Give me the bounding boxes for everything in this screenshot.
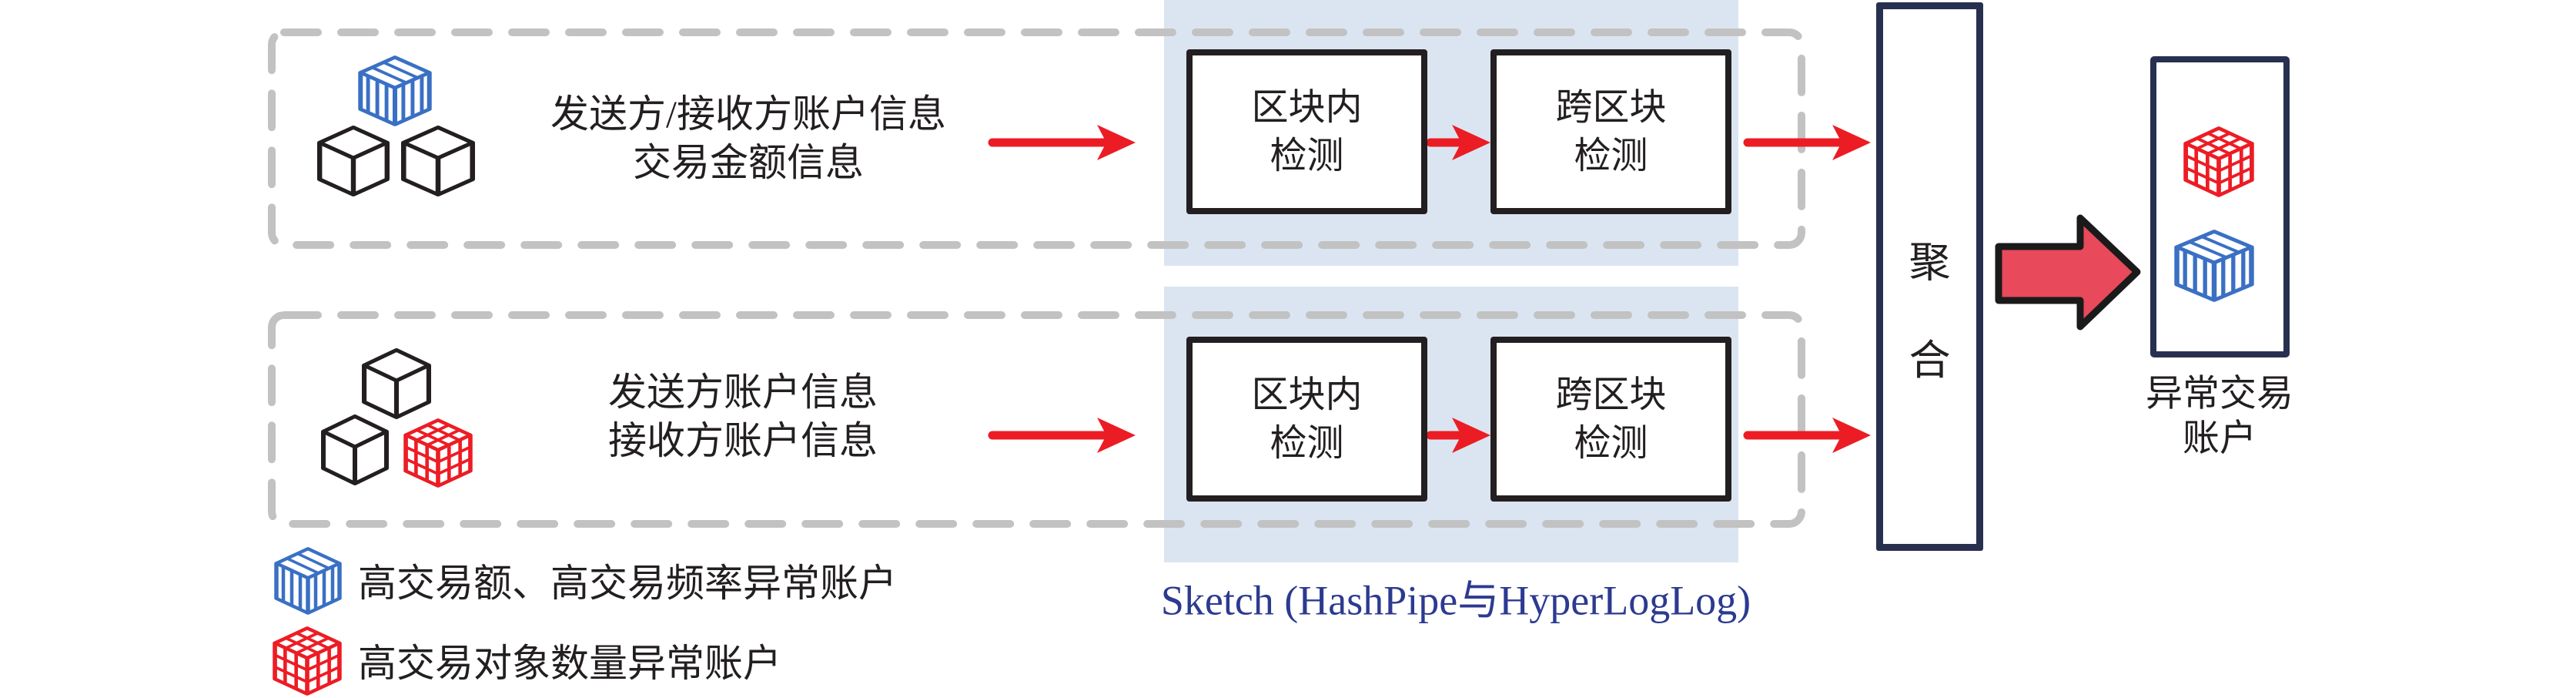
flow-arrow-row1-inblock-to-crossblock	[1426, 125, 1490, 160]
aggregator-char: 聚	[1909, 240, 1951, 286]
anomalous-accounts-output-box	[2150, 56, 2290, 357]
big-arrow-icon	[1995, 214, 2141, 331]
output-label-line1: 异常交易	[2145, 373, 2294, 414]
legend-item-label-2: 高交易对象数量异常账户	[358, 642, 781, 685]
output-box-label: 异常交易 账户	[2146, 371, 2293, 460]
input-row1-text: 发送方/接收方账户信息 交易金额信息	[550, 90, 946, 187]
box-label-line: 跨区块	[1555, 86, 1667, 128]
box-label-line: 检测	[1574, 136, 1648, 176]
aggregator-box: 聚 合	[1876, 2, 1983, 551]
input-row1-line2: 交易金额信息	[633, 141, 864, 184]
box-label-line: 检测	[1574, 423, 1648, 464]
input-row2-text: 发送方账户信息 接收方账户信息	[608, 368, 878, 465]
flow-arrow-row2-crossblock-to-aggregator	[1743, 418, 1871, 453]
input-row2-line2: 接收方账户信息	[608, 419, 878, 462]
sketch-caption: Sketch (HashPipe与HyperLogLog)	[1160, 577, 1751, 624]
legend-item-label-1: 高交易额、高交易频率异常账户	[358, 562, 897, 605]
legend-red-grid-cube-icon	[275, 628, 340, 693]
plain-cube-icon	[323, 416, 386, 483]
flow-arrow-row1-crossblock-to-aggregator	[1743, 125, 1871, 160]
red-grid-cube-icon	[406, 420, 470, 485]
legend-blue-striped-cube-icon	[276, 549, 340, 612]
input-row1-line1: 发送方/接收方账户信息	[550, 92, 946, 136]
flow-arrow-row1-input-to-inblock	[988, 125, 1136, 160]
flow-arrow-row2-input-to-inblock	[988, 418, 1136, 453]
box-label-line: 区块内	[1251, 86, 1363, 128]
input-row2-line1: 发送方账户信息	[608, 371, 878, 414]
box-label-line: 检测	[1270, 136, 1344, 176]
box-row2-crossblock-detection: 跨区块 检测	[1490, 337, 1731, 502]
plain-cube-icon	[319, 127, 387, 194]
box-row1-crossblock-detection: 跨区块 检测	[1490, 49, 1731, 214]
flow-arrow-row2-inblock-to-crossblock	[1426, 418, 1490, 453]
box-label-line: 检测	[1270, 423, 1344, 464]
box-row1-inblock-detection: 区块内 检测	[1186, 49, 1427, 214]
output-label-line2: 账户	[2182, 418, 2257, 458]
blue-striped-cube-icon	[360, 57, 429, 124]
plain-cube-icon	[364, 350, 429, 417]
box-label-line: 跨区块	[1555, 374, 1667, 415]
plain-cube-icon	[403, 127, 472, 194]
box-label-line: 区块内	[1251, 374, 1363, 415]
box-row2-inblock-detection: 区块内 检测	[1186, 337, 1427, 502]
aggregator-char: 合	[1909, 337, 1951, 384]
